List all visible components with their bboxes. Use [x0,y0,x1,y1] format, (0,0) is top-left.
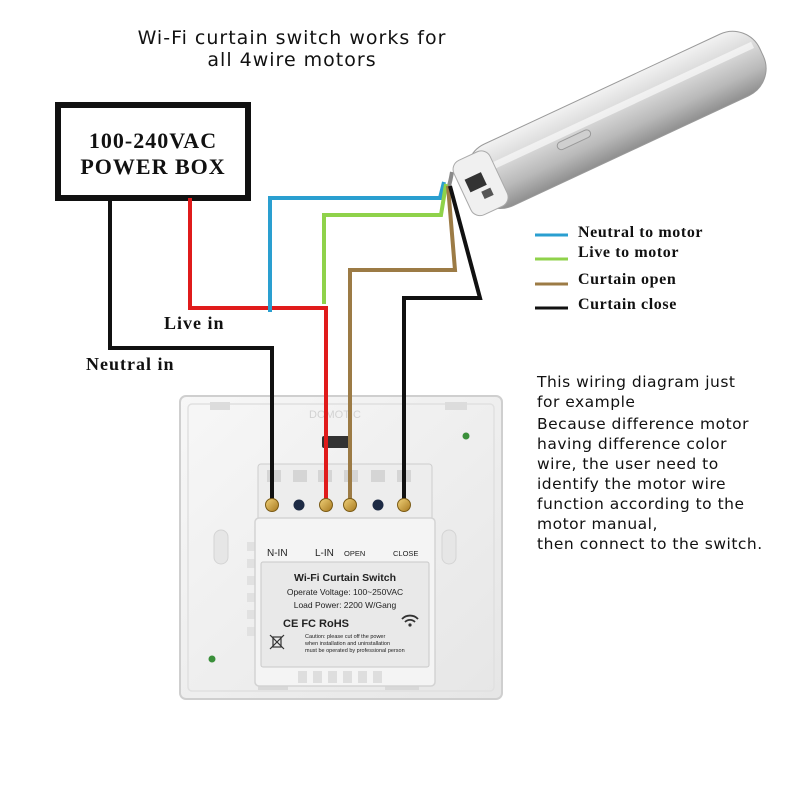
note-line-3: Because difference motor [537,415,749,433]
power-box: 100-240VAC POWER BOX [55,102,251,201]
neutral-in-label: Neutral in [86,354,175,374]
weee-bin-icon [269,634,285,650]
wires [108,181,483,500]
note-line-7: function according to the [537,495,745,513]
title-line-1: Wi-Fi curtain switch works for [138,27,447,49]
wire-live-in [188,198,328,500]
legend-label-neutral-to-motor: Neutral to motor [578,224,703,241]
wire-curtain-open [348,185,458,500]
terminal-close-screw [397,498,411,512]
note-line-6: identify the motor wire [537,475,726,493]
note-line-8: motor manual, [537,515,658,533]
power-box-line-1: 100-240VAC [89,128,217,153]
caution-line-3: must be operated by professional person [305,648,405,654]
legend-label-live-to-motor: Live to motor [578,244,679,261]
wiring-note: This wiring diagram just for example Bec… [536,373,763,553]
caution-line-2: when installation and uninstallation [304,641,390,647]
note-line-1: This wiring diagram just [536,373,736,391]
note-line-5: wire, the user need to [537,455,719,473]
live-in-label: Live in [164,313,225,333]
switch-label-title: Wi-Fi Curtain Switch [294,572,396,584]
switch-load-power: Load Power: 2200 W/Gang [294,600,397,610]
curtain-motor-icon [444,30,767,217]
power-box-line-2: POWER BOX [80,154,225,179]
terminal-spare-screw [293,499,305,511]
terminal-open-screw [343,498,357,512]
wire-curtain-close [402,185,483,500]
terminal-label-open: OPEN [344,549,365,558]
note-line-9: then connect to the switch. [537,535,763,553]
caution-line-1: Caution: please cut off the power [305,634,385,640]
terminal-label-n-in: N-IN [267,548,288,559]
legend-label-curtain-close: Curtain close [578,296,677,313]
switch-operate-voltage: Operate Voltage: 100~250VAC [287,587,403,597]
wire-neutral-to-motor [268,181,446,312]
terminal-spare-screw-2 [372,499,384,511]
svg-text:DOMOTIC: DOMOTIC [309,409,361,421]
title-line-2: all 4wire motors [207,49,376,71]
legend-label-curtain-open: Curtain open [578,271,676,288]
wire-neutral-in [108,198,274,500]
terminal-label-l-in: L-IN [315,548,334,559]
note-line-4: having difference color [537,435,727,453]
terminal-l-in-screw [319,498,333,512]
terminal-label-close: CLOSE [393,549,418,558]
terminal-n-in-screw [265,498,279,512]
wifi-icon [401,614,419,627]
wire-live-to-motor [322,183,448,304]
terminal-screws [265,498,411,512]
switch-panel: DOMOTIC N-IN L-IN OPEN CLOSE [179,395,503,700]
cert-marks: CE FC RoHS [283,618,349,630]
wire-legend: Neutral to motor Live to motor Curtain o… [535,224,703,313]
note-line-2: for example [537,393,635,411]
